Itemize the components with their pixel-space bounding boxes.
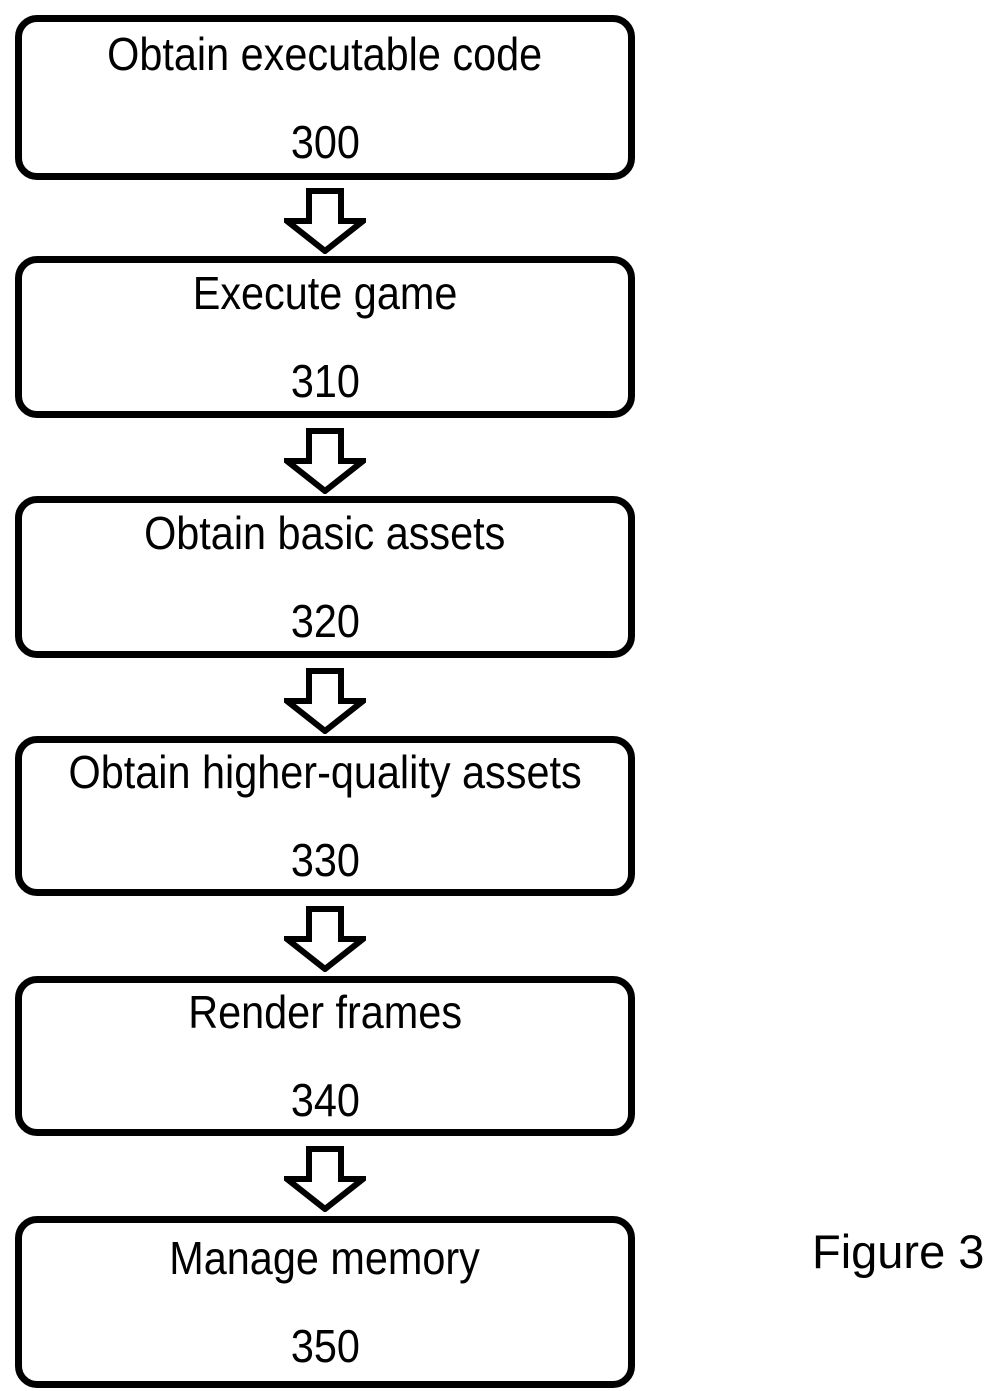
step-number: 340 xyxy=(290,1074,360,1126)
step-label: Render frames xyxy=(188,986,462,1038)
step-label: Manage memory xyxy=(169,1232,481,1284)
step-number: 350 xyxy=(290,1320,360,1372)
step-number: 330 xyxy=(290,834,360,886)
step-number: 310 xyxy=(290,355,360,407)
flowchart-step-320[interactable]: Obtain basic assets 320 xyxy=(15,496,635,658)
down-block-arrow-icon xyxy=(278,668,372,735)
down-block-arrow-icon xyxy=(278,1146,372,1213)
figure-caption: Figure 3 xyxy=(812,1225,985,1278)
step-label: Obtain higher-quality assets xyxy=(68,746,582,798)
flowchart-step-330[interactable]: Obtain higher-quality assets 330 xyxy=(15,736,635,896)
step-label: Execute game xyxy=(192,267,458,319)
step-label: Obtain basic assets xyxy=(144,507,506,559)
down-block-arrow-icon xyxy=(278,428,372,495)
flowchart-step-350[interactable]: Manage memory 350 xyxy=(15,1216,635,1388)
flowchart-step-310[interactable]: Execute game 310 xyxy=(15,256,635,418)
down-block-arrow-icon xyxy=(278,906,372,973)
step-label: Obtain executable code xyxy=(107,27,543,80)
down-block-arrow-icon xyxy=(278,188,372,255)
flowchart-step-300[interactable]: Obtain executable code 300 xyxy=(15,15,635,180)
flowchart-step-340[interactable]: Render frames 340 xyxy=(15,976,635,1136)
step-number: 300 xyxy=(290,115,360,168)
step-number: 320 xyxy=(290,595,360,647)
